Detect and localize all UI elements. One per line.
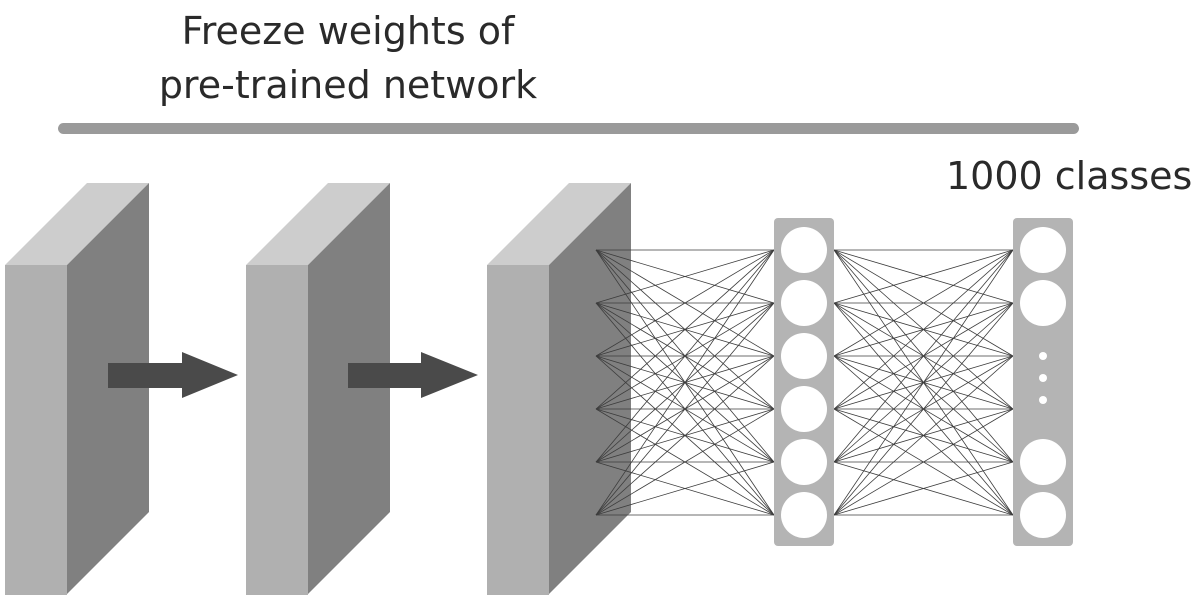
conv-block-3-front xyxy=(487,265,549,595)
freeze-weights-title: Freeze weights of pre-trained network xyxy=(130,4,566,112)
connections-hidden-to-output xyxy=(833,249,1014,516)
connection-line xyxy=(595,249,775,463)
conv-block-1-front xyxy=(5,265,67,595)
conv-block-1-side xyxy=(67,183,149,594)
connection-line xyxy=(595,249,775,410)
hidden-node xyxy=(781,333,827,379)
conv-block-2 xyxy=(246,183,390,595)
connection-line xyxy=(595,461,775,516)
connection-line xyxy=(833,249,1014,357)
conv-block-2-front xyxy=(246,265,308,595)
connection-line xyxy=(833,355,1014,516)
connection-line xyxy=(833,249,1014,463)
connection-line xyxy=(595,408,775,516)
conv-block-2-side xyxy=(308,183,390,594)
flow-arrow-1 xyxy=(108,352,238,398)
connections-feature-to-hidden xyxy=(595,249,775,516)
connection-line xyxy=(595,249,775,304)
freeze-bracket-bar xyxy=(58,123,1079,134)
flow-arrow-2 xyxy=(348,352,478,398)
conv-block-3-side xyxy=(549,183,631,594)
ellipsis-dot xyxy=(1039,352,1047,360)
connection-line xyxy=(595,249,775,516)
conv-block-3 xyxy=(487,183,631,595)
connection-line xyxy=(833,461,1014,516)
connection-line xyxy=(595,249,775,357)
hidden-layer xyxy=(774,218,834,546)
title-line-1: Freeze weights of xyxy=(181,9,515,53)
hidden-node xyxy=(781,439,827,485)
output-node xyxy=(1020,439,1066,485)
connection-line xyxy=(833,249,1014,410)
ellipsis-dot xyxy=(1039,374,1047,382)
output-node xyxy=(1020,280,1066,326)
connection-line xyxy=(595,302,775,516)
connection-line xyxy=(833,302,1014,516)
conv-block-1 xyxy=(5,183,149,595)
hidden-node xyxy=(781,227,827,273)
ellipsis-dot xyxy=(1039,396,1047,404)
hidden-node xyxy=(781,280,827,326)
output-classes-label: 1000 classes xyxy=(946,154,1193,198)
hidden-node xyxy=(781,386,827,432)
conv-block-3-top xyxy=(487,183,631,265)
title-line-2: pre-trained network xyxy=(158,63,538,107)
connection-line xyxy=(833,408,1014,516)
output-layer xyxy=(1013,218,1073,546)
output-node xyxy=(1020,492,1066,538)
connection-line xyxy=(833,249,1014,516)
conv-block-2-top xyxy=(246,183,390,265)
conv-block-1-top xyxy=(5,183,149,265)
output-node xyxy=(1020,227,1066,273)
connection-line xyxy=(833,249,1014,304)
hidden-node xyxy=(781,492,827,538)
connection-line xyxy=(595,355,775,516)
